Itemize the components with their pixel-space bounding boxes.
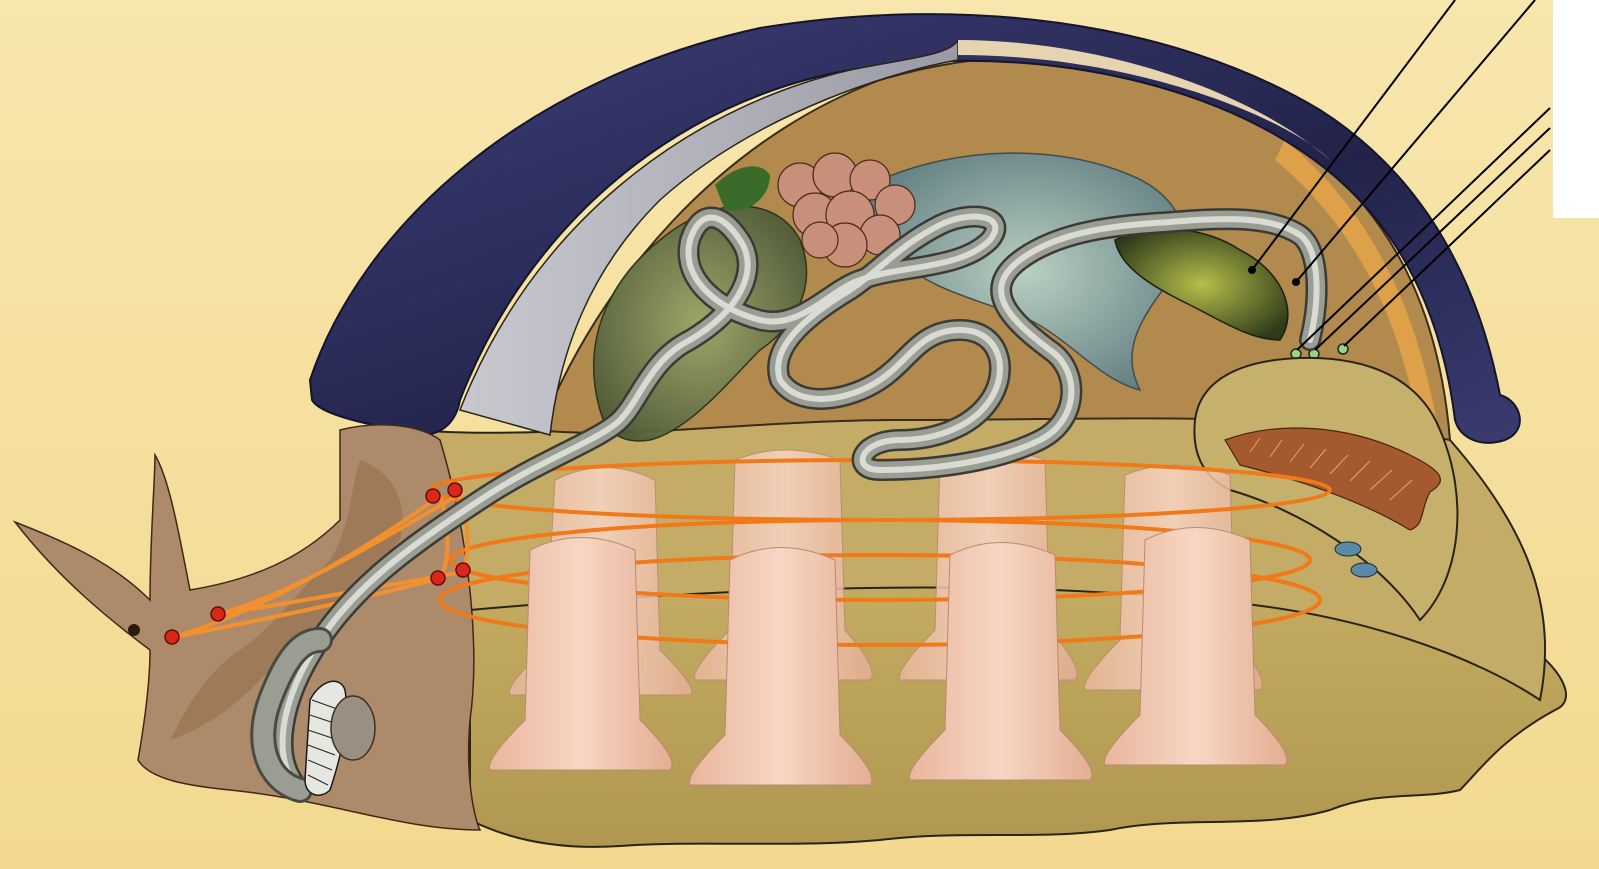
odontophore xyxy=(331,696,375,760)
label-panel xyxy=(1553,0,1599,218)
eye-spot xyxy=(128,624,140,636)
kidney-spot-1 xyxy=(1335,542,1361,556)
kidney-spot-2 xyxy=(1351,563,1377,577)
